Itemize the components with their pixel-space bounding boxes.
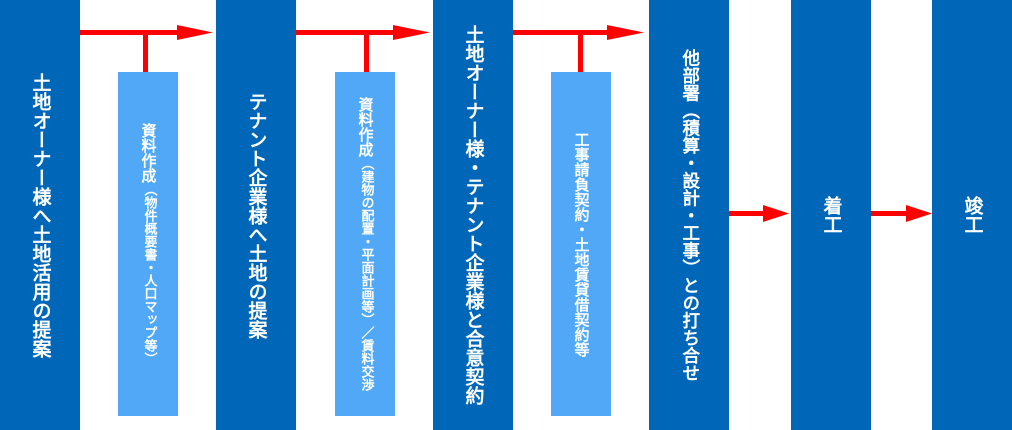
step-label: 土地オーナー様へ土地活用の提案 bbox=[29, 72, 52, 358]
note-label: 工事請負契約・土地賃貸借契約等 bbox=[572, 131, 591, 357]
step-label: 他部署（積算・設計・工事）との打ち合せ bbox=[679, 48, 700, 382]
step-construction-start: 着工 bbox=[791, 0, 871, 430]
step-interdepartment-meeting: 他部署（積算・設計・工事）との打ち合せ bbox=[649, 0, 729, 430]
step-agreement-contract: 土地オーナー様・テナント企業様と合意契約 bbox=[433, 0, 513, 430]
note-label: 資料作成（建物の配置・平面計画等）／賃料交渉 bbox=[356, 97, 375, 391]
note-main-text: 資料作成 bbox=[139, 123, 158, 183]
note-document-preparation-1: 資料作成（物件概要書・人口マップ等） bbox=[118, 72, 178, 416]
arrow-connector-4 bbox=[729, 205, 789, 222]
t-arrow-connector-2 bbox=[296, 25, 430, 72]
t-arrow-connector-3 bbox=[513, 25, 644, 72]
step-label: 土地オーナー様・テナント企業様と合意契約 bbox=[462, 25, 485, 405]
step-label: テナント企業様へ土地の提案 bbox=[245, 91, 268, 339]
note-main-text: 資料作成 bbox=[356, 97, 375, 157]
note-detail-text: （物件概要書・人口マップ等） bbox=[141, 183, 157, 365]
note-main-text: 工事請負契約・土地賃貸借契約等 bbox=[572, 131, 591, 357]
arrow-connector-5 bbox=[871, 205, 932, 222]
note-detail-text: （建物の配置・平面計画等）／賃料交渉 bbox=[358, 157, 374, 391]
t-arrow-connector-1 bbox=[80, 25, 213, 72]
step-land-utilization-proposal: 土地オーナー様へ土地活用の提案 bbox=[0, 0, 80, 430]
note-contracts: 工事請負契約・土地賃貸借契約等 bbox=[551, 72, 611, 416]
note-label: 資料作成（物件概要書・人口マップ等） bbox=[139, 123, 158, 365]
note-document-preparation-2: 資料作成（建物の配置・平面計画等）／賃料交渉 bbox=[335, 72, 395, 416]
step-label: 着工 bbox=[820, 196, 843, 234]
step-label: 竣工 bbox=[961, 196, 984, 234]
step-completion: 竣工 bbox=[932, 0, 1012, 430]
step-tenant-land-proposal: テナント企業様へ土地の提案 bbox=[216, 0, 296, 430]
